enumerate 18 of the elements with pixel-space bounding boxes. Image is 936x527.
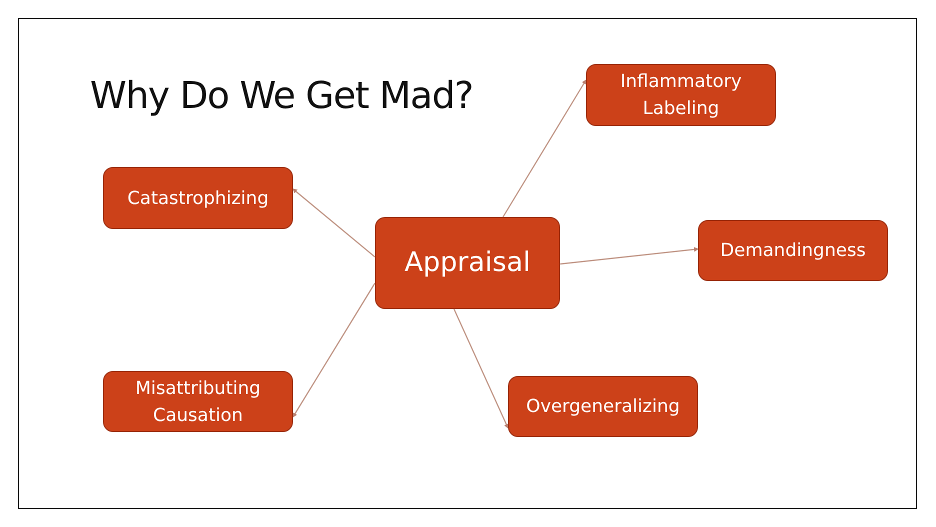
process-box <box>508 376 698 437</box>
process-box <box>375 217 560 309</box>
node-label: Overgeneralizing <box>526 395 680 419</box>
process-box <box>103 371 293 432</box>
node-label: Catastrophizing <box>127 186 269 210</box>
arrow <box>292 188 376 258</box>
arrow <box>502 79 587 218</box>
process-box <box>103 167 293 229</box>
arrow <box>453 308 509 429</box>
arrow <box>292 282 376 418</box>
node-label: Misattributing Causation <box>134 376 262 428</box>
process-box <box>698 220 888 281</box>
node-label: Demandingness <box>720 239 866 263</box>
node-label: Appraisal <box>404 246 530 280</box>
slide-title: Why Do We Get Mad? <box>90 74 473 117</box>
process-box <box>586 64 776 126</box>
node-label: Inflammatory Labeling <box>619 70 743 121</box>
arrow <box>560 247 699 265</box>
